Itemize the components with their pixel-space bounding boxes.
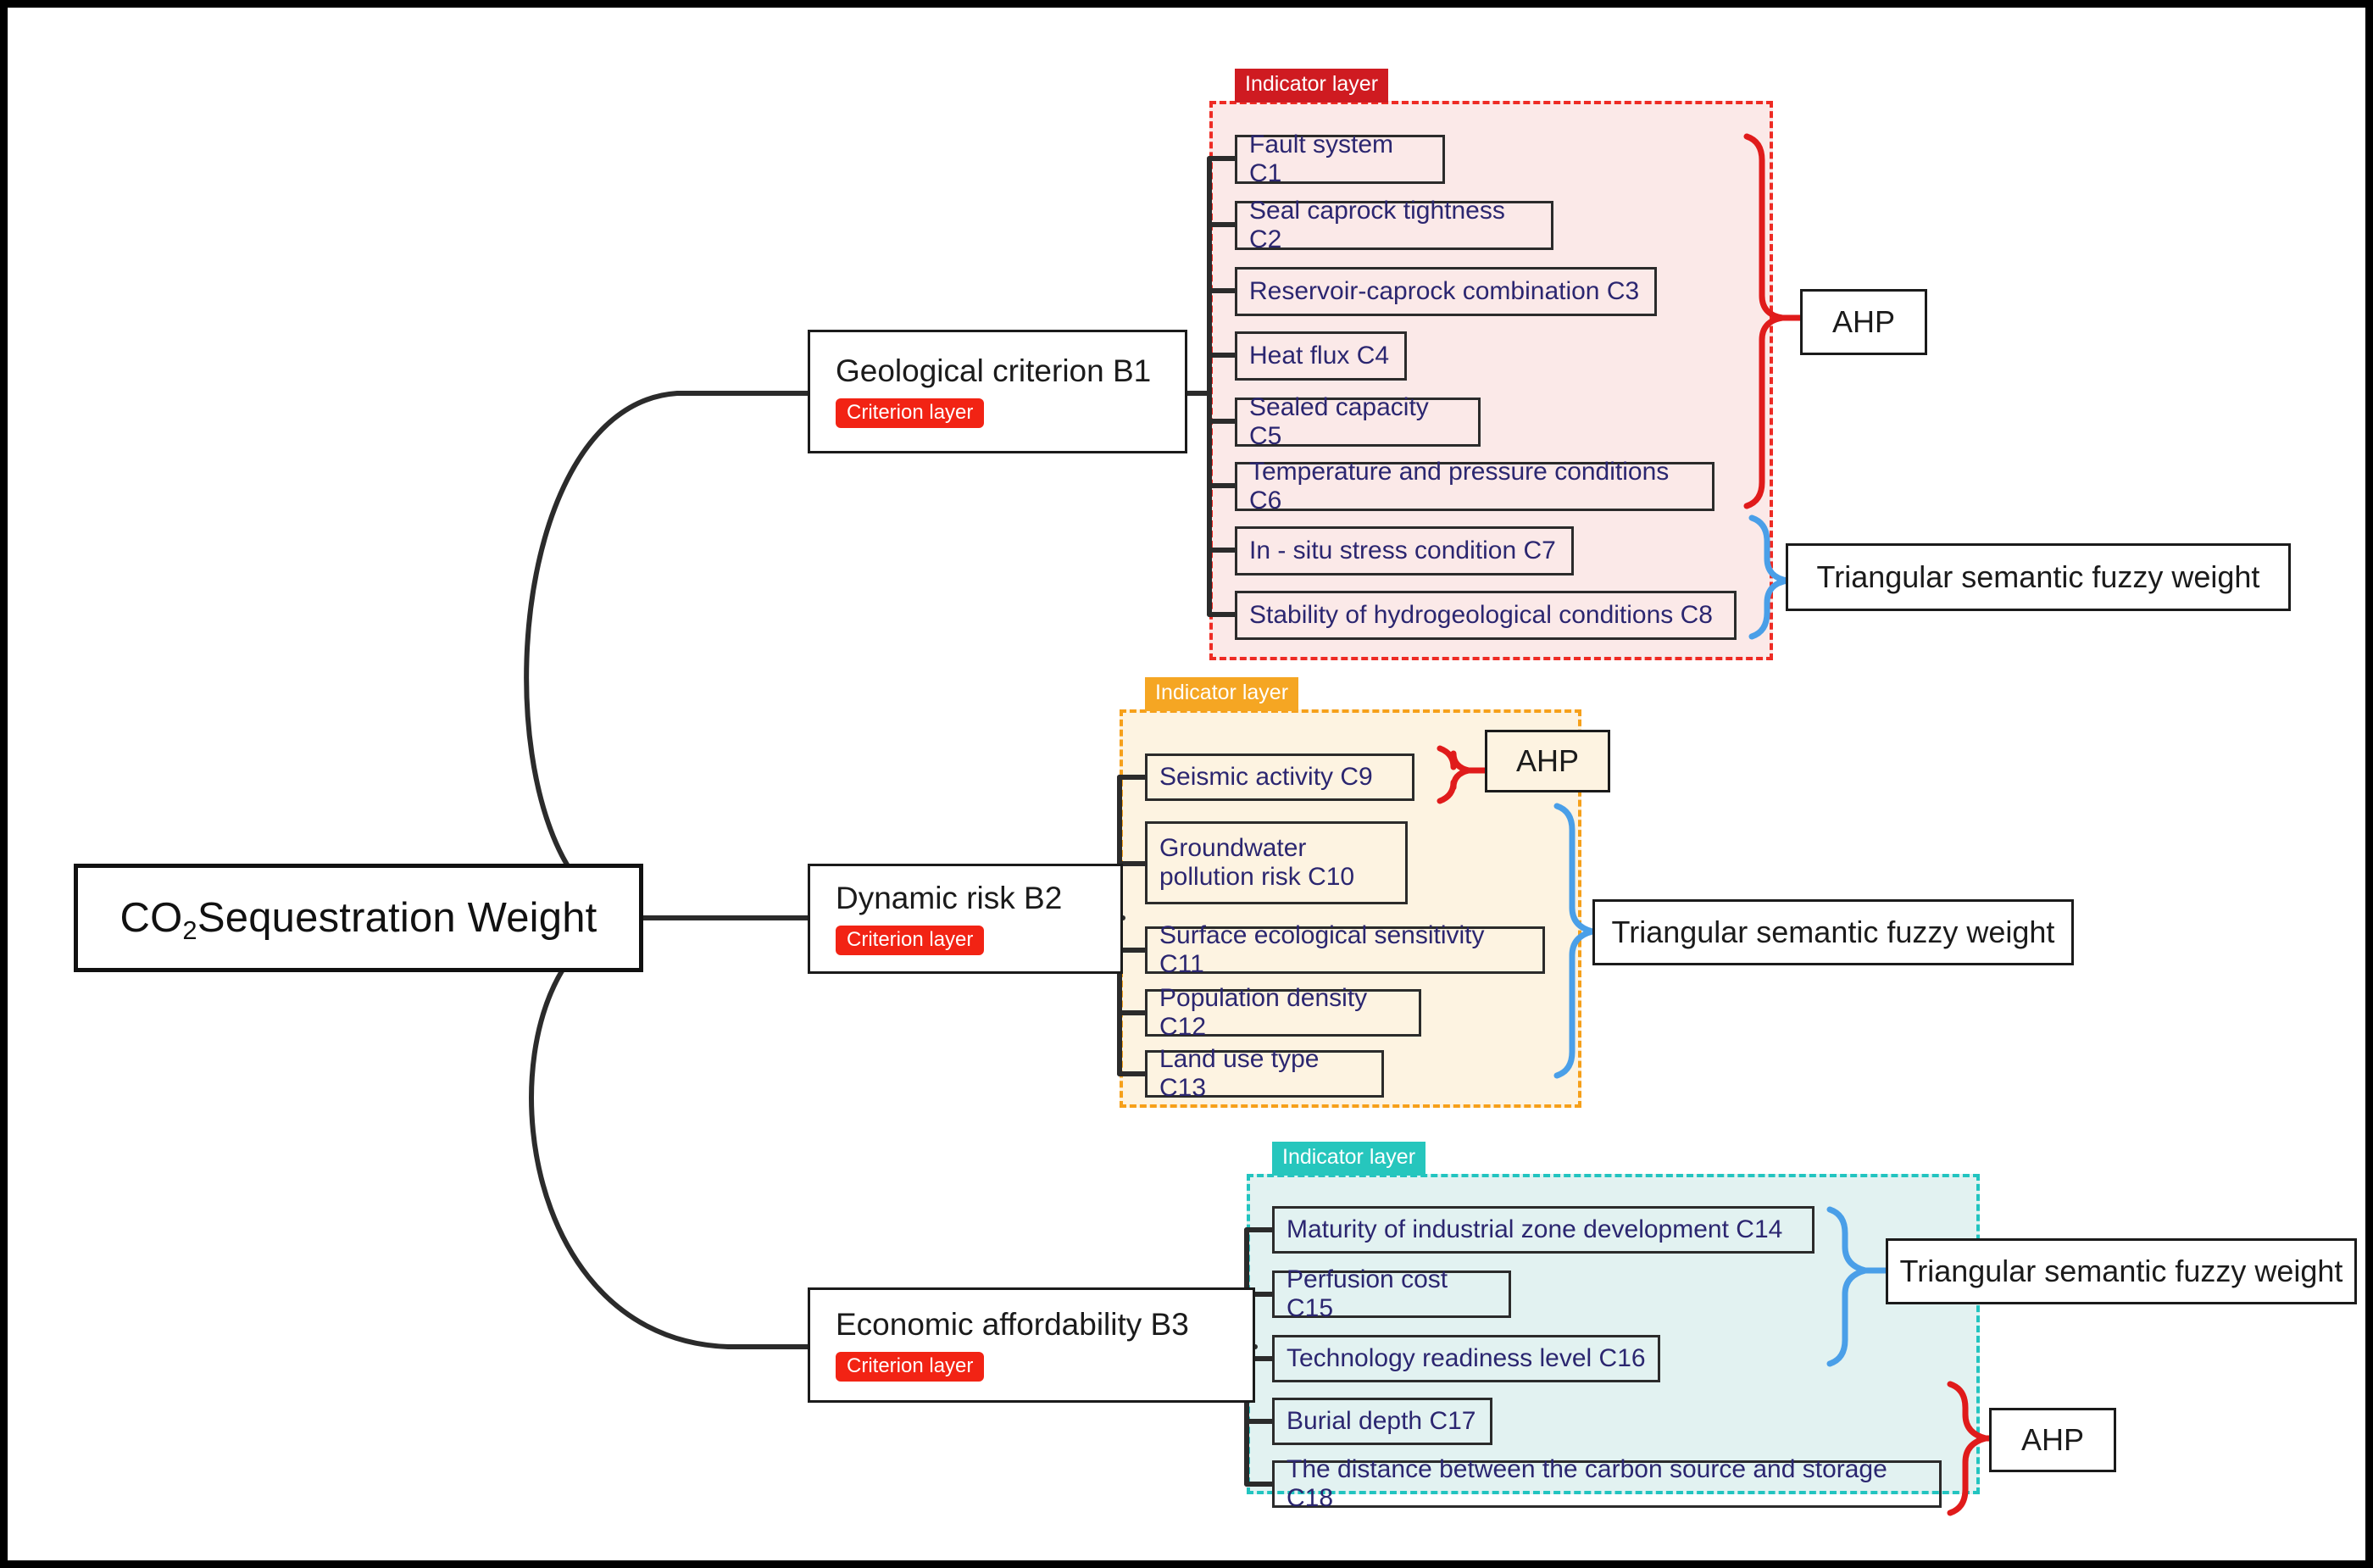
indicator-c3-label: Reservoir-caprock combination C3 [1249, 277, 1640, 306]
indicator-c15-label: Perfusion cost C15 [1287, 1265, 1448, 1322]
indicator-c17-label: Burial depth C17 [1287, 1407, 1476, 1436]
indicator-c5-label: Sealed capacity C5 [1249, 393, 1429, 450]
method-ahp-economic-label: AHP [2020, 1422, 2085, 1457]
indicator-node-c7[interactable]: In - situ stress condition C7 [1235, 526, 1574, 575]
indicator-c1-label: Fault system C1 [1249, 131, 1394, 187]
indicator-c18-label: The distance between the carbon source a… [1287, 1455, 1887, 1512]
method-box-ahp-economic[interactable]: AHP [1989, 1408, 2116, 1472]
indicator-node-c1[interactable]: Fault system C1 [1235, 131, 1445, 187]
indicator-c4-label: Heat flux C4 [1249, 342, 1390, 370]
indicator-node-c9[interactable]: Seismic activity C9 [1145, 753, 1414, 801]
indicator-node-c5[interactable]: Sealed capacity C5 [1235, 393, 1481, 450]
indicator-node-c11[interactable]: Surface ecological sensitivity C11 [1145, 921, 1545, 978]
indicator-c14-label: Maturity of industrial zone development … [1287, 1215, 1783, 1244]
indicator-c12-label: Population density C12 [1159, 984, 1368, 1041]
layer-badge-economic: Indicator layer [1272, 1142, 1426, 1176]
indicator-node-c3[interactable]: Reservoir-caprock combination C3 [1235, 267, 1657, 316]
method-tsfw-economic-label: Triangular semantic fuzzy weight [1899, 1254, 2343, 1288]
indicator-node-c13[interactable]: Land use type C13 [1145, 1045, 1384, 1102]
indicator-node-c6[interactable]: Temperature and pressure conditions C6 [1235, 458, 1714, 514]
criterion-b1-badge: Criterion layer [836, 398, 985, 429]
indicator-c11-label: Surface ecological sensitivity C11 [1159, 921, 1485, 978]
criterion-b2-badge: Criterion layer [836, 925, 985, 956]
indicator-c6-label: Temperature and pressure conditions C6 [1249, 458, 1670, 514]
indicator-c10-label: Groundwater pollution risk C10 [1159, 834, 1355, 891]
indicator-node-c2[interactable]: Seal caprock tightness C2 [1235, 197, 1553, 253]
layer-badge-dynamic-risk: Indicator layer [1145, 677, 1299, 711]
method-box-ahp-dynamic-risk[interactable]: AHP [1485, 730, 1610, 792]
method-box-tsfw-geological[interactable]: Triangular semantic fuzzy weight [1786, 543, 2291, 611]
method-ahp-geological-label: AHP [1831, 304, 1896, 339]
criterion-node-b1[interactable]: Geological criterion B1 Criterion layer [808, 330, 1187, 453]
edge-root-to-b3 [529, 915, 810, 1349]
method-box-tsfw-economic[interactable]: Triangular semantic fuzzy weight [1886, 1238, 2357, 1304]
indicator-node-c16[interactable]: Technology readiness level C16 [1272, 1335, 1660, 1382]
root-node[interactable]: CO2Sequestration Weight [74, 864, 643, 972]
indicator-node-c8[interactable]: Stability of hydrogeological conditions … [1235, 591, 1737, 640]
method-tsfw-dynamic-risk-label: Triangular semantic fuzzy weight [1611, 915, 2055, 949]
indicator-node-c12[interactable]: Population density C12 [1145, 984, 1421, 1041]
method-tsfw-geological-label: Triangular semantic fuzzy weight [1816, 559, 2260, 594]
indicator-c7-label: In - situ stress condition C7 [1249, 537, 1556, 565]
region-geological-indicator-layer [1209, 101, 1773, 660]
method-box-tsfw-dynamic-risk[interactable]: Triangular semantic fuzzy weight [1592, 899, 2074, 965]
criterion-b2-title: Dynamic risk B2 [836, 880, 1063, 915]
indicator-c8-label: Stability of hydrogeological conditions … [1249, 601, 1713, 630]
indicator-c2-label: Seal caprock tightness C2 [1249, 197, 1505, 253]
indicator-node-c17[interactable]: Burial depth C17 [1272, 1398, 1492, 1445]
criterion-b3-badge: Criterion layer [836, 1351, 985, 1382]
layer-badge-geological: Indicator layer [1235, 69, 1389, 103]
indicator-c13-label: Land use type C13 [1159, 1045, 1320, 1102]
indicator-node-c18[interactable]: The distance between the carbon source a… [1272, 1455, 1942, 1512]
criterion-b3-title: Economic affordability B3 [836, 1306, 1189, 1342]
indicator-c9-label: Seismic activity C9 [1159, 763, 1373, 792]
indicator-node-c10[interactable]: Groundwater pollution risk C10 [1145, 821, 1408, 904]
indicator-c16-label: Technology readiness level C16 [1287, 1344, 1646, 1373]
root-node-label: CO2Sequestration Weight [119, 895, 597, 945]
indicator-node-c15[interactable]: Perfusion cost C15 [1272, 1265, 1511, 1322]
method-ahp-dynamic-risk-label: AHP [1515, 743, 1580, 778]
indicator-node-c14[interactable]: Maturity of industrial zone development … [1272, 1206, 1814, 1254]
method-box-ahp-geological[interactable]: AHP [1800, 289, 1927, 355]
criterion-node-b2[interactable]: Dynamic risk B2 Criterion layer [808, 864, 1123, 974]
edge-root-to-b1 [524, 391, 810, 920]
criterion-b1-title: Geological criterion B1 [836, 353, 1152, 388]
criterion-node-b3[interactable]: Economic affordability B3 Criterion laye… [808, 1287, 1255, 1403]
indicator-node-c4[interactable]: Heat flux C4 [1235, 331, 1407, 381]
